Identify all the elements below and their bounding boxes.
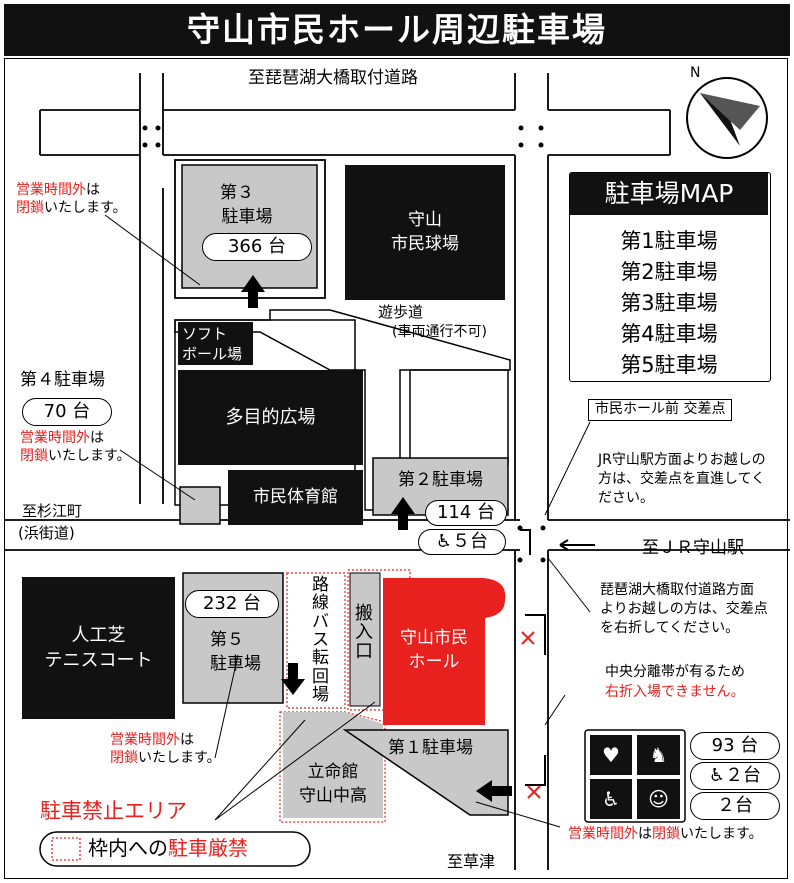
legend-item-4[interactable]: 第4駐車場 (620, 322, 718, 346)
lot-1-family-count: ２台 (690, 792, 780, 820)
lake-note-2: よりお越しの方は、交差点 (600, 601, 768, 617)
road-west-label-2: (浜街道) (18, 524, 75, 542)
ne-road-edge (514, 73, 671, 156)
tennis-label-2: テニスコート (44, 650, 153, 671)
jr-note-3: ださい。 (598, 490, 654, 506)
west-road-edge (139, 73, 164, 504)
softball-label-2: ボール場 (182, 345, 243, 363)
legend-title: 駐車場MAP (570, 173, 768, 215)
legend-item-2[interactable]: 第2駐車場 (620, 260, 718, 284)
turn-arrow (520, 529, 531, 555)
school-label-1: 立命館 (307, 762, 359, 782)
east-road-edge (514, 155, 549, 520)
lake-note-3: を右折してください。 (600, 620, 740, 636)
intersection-label: 市民ホール前 交差点 (588, 399, 733, 421)
compass-north-label: N (690, 65, 701, 81)
no-right-turn-marks (521, 631, 541, 799)
lot-2-accessible-count: ５台 (452, 531, 489, 552)
lot-2-accessible: ♿５台 (418, 529, 506, 555)
road-south-label: 至草津 (447, 852, 496, 871)
gym-label: 市民体育館 (253, 487, 338, 507)
tennis-label-1: 人工芝 (71, 625, 126, 646)
north-road-edge (163, 109, 515, 156)
lot-1-label: 第１駐車場 (388, 738, 473, 758)
east-road-ext (548, 519, 790, 551)
lot-3 (181, 164, 318, 289)
family-icon: ♥ (602, 743, 620, 767)
lake-note-1: 琵琶湖大橋取付道路方面 (600, 582, 754, 598)
school-zone (279, 711, 386, 823)
jr-note-1: JR守山駅方面よりお越しの (598, 452, 766, 468)
wheelchair-icon: ♿ (435, 531, 453, 552)
lot-1-accessible-count: ♿２台 (690, 762, 780, 790)
lot-4-label: 第４駐車場 (20, 370, 105, 390)
jr-note-2: 方は、交差点を直進してく (598, 471, 766, 487)
road-north-label: 至琵琶湖大橋取付道路 (248, 68, 418, 88)
legend-item-1[interactable]: 第1駐車場 (620, 229, 718, 253)
hall-label-2: ホール (408, 652, 460, 672)
road-west-label-1: 至杉江町 (22, 502, 83, 520)
no-parking-frame-note: 枠内への駐車厳禁 (88, 836, 248, 860)
promenade (174, 309, 511, 511)
plaza-label: 多目的広場 (225, 407, 316, 428)
median-note-2: 右折入場できません。 (605, 684, 745, 700)
promenade-label: 遊歩道 (378, 303, 424, 321)
closed-note-1: 営業時間外は閉鎖いたします。 (568, 826, 763, 842)
median-note-1: 中央分離帯が有るため (605, 664, 745, 680)
school-label-2: 守山中高 (299, 786, 367, 806)
legend-item-5[interactable]: 第5駐車場 (620, 353, 718, 377)
wheelchair-sign-icon: ♿ (602, 787, 620, 811)
plaza (178, 370, 363, 465)
softball-label-1: ソフト (182, 325, 228, 343)
ballpark-label-1: 守山 (408, 210, 442, 230)
wheelchair-small-icon: ♿ (708, 765, 726, 786)
softball-field (178, 322, 253, 365)
bus-route-label: 路線バス転回場 (312, 575, 329, 706)
tennis-court (22, 577, 175, 719)
ballpark (345, 165, 505, 300)
promenade-note: (車両通行不可) (392, 324, 487, 340)
lot-4-count: 70 台 (22, 398, 112, 426)
elderly-icon: ☺ (648, 787, 669, 811)
nw-stub (39, 109, 140, 156)
gym (228, 470, 363, 525)
lot-3-label-1: 第３ (220, 183, 254, 203)
ballpark-label-2: 市民球場 (391, 234, 459, 254)
lot-4 (179, 486, 221, 525)
bus-turnaround-zone (286, 572, 346, 709)
south-road-edge (514, 550, 549, 870)
closed-note-4: 営業時間外は 閉鎖いたします。 (20, 430, 131, 464)
lot-3-count: 366 台 (202, 233, 312, 261)
parking-legend: 駐車場MAP 第1駐車場 第2駐車場 第3駐車場 第4駐車場 第5駐車場 (569, 172, 771, 382)
lot-3-label-2: 駐車場 (221, 207, 273, 227)
civic-hall (383, 578, 506, 725)
lot-2-label: 第２駐車場 (398, 470, 483, 490)
lot-2-count: 114 台 (425, 500, 507, 526)
compass-rose (686, 77, 768, 159)
closed-note-5: 営業時間外は 閉鎖いたします。 (110, 732, 221, 766)
closed-note-3: 営業時間外は 閉鎖いたします。 (16, 182, 127, 216)
lot-5-label-1: 第５ (210, 630, 244, 650)
hall-label-1: 守山市民 (400, 628, 468, 648)
lot-1-total-count: 93 台 (690, 732, 780, 760)
lot-1 (342, 729, 509, 816)
map-frame (4, 58, 788, 879)
straight-arrow (559, 539, 595, 551)
no-parking-area-label: 駐車禁止エリア (40, 799, 187, 823)
lot-5-count: 232 台 (185, 590, 279, 618)
guide-dog-icon: ♞ (649, 743, 668, 767)
entrance-label: 搬入口 (355, 603, 373, 662)
page-title: 守山市民ホール周辺駐車場 (4, 4, 790, 56)
road-east-label: 至ＪＲ守山駅 (642, 538, 744, 558)
lot-5-label-2: 駐車場 (210, 654, 261, 674)
legend-item-3[interactable]: 第3駐車場 (620, 291, 718, 315)
